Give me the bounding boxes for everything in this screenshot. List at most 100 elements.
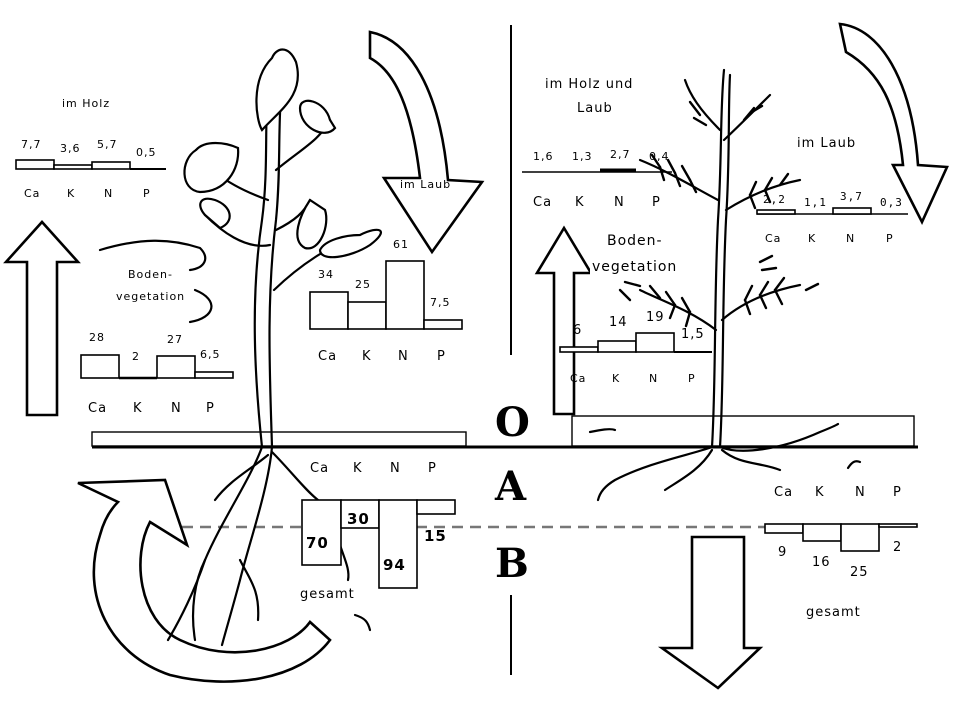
- right-wood-foliage-panel: im Holz und Laub 1,6 1,3 2,7 0,4 Ca K N …: [522, 77, 672, 210]
- right-groundveg-value-p: 1,5: [681, 327, 705, 342]
- left-soil-label-p: P: [428, 461, 437, 476]
- right-woodfoliage-value-k: 1,3: [572, 150, 593, 163]
- right-foliage-title: im Laub: [797, 136, 856, 151]
- left-foliage-label-n: N: [398, 349, 409, 364]
- left-groundveg-value-p: 6,5: [200, 348, 221, 361]
- horizon-a-label: A: [494, 463, 527, 510]
- left-wood-panel: im Holz 7,7 3,6 5,7 0,5 Ca K N P: [15, 97, 166, 200]
- left-groundveg-label-ca: Ca: [88, 401, 107, 416]
- left-litterfall-down-arrow: [368, 30, 485, 255]
- left-wood-bar-k: [53, 164, 93, 170]
- right-foliage-value-p: 0,3: [880, 196, 903, 209]
- left-foliage-bar-k: [347, 301, 387, 330]
- right-foliage-value-ca: 2,2: [763, 193, 786, 206]
- left-foliage-panel: im Laub 34 25 61 7,5 Ca K N P: [309, 178, 463, 364]
- left-wood-value-ca: 7,7: [21, 138, 42, 151]
- left-soil-bar-n: [378, 499, 418, 589]
- horizon-b-label: B: [495, 540, 529, 587]
- left-wood-value-n: 5,7: [97, 138, 118, 151]
- left-foliage-bar-p: [423, 319, 463, 330]
- right-woodfoliage-label-ca: Ca: [533, 195, 552, 210]
- left-soil-value-k: 30: [347, 510, 370, 528]
- left-wood-title: im Holz: [62, 97, 110, 110]
- right-foliage-panel: im Laub 2,2 1,1 3,7 0,3 Ca K N P: [756, 136, 908, 245]
- conifer-needles: [618, 100, 820, 328]
- flow-arrows: [3, 22, 949, 690]
- left-foliage-label-p: P: [437, 349, 446, 364]
- left-groundveg-value-k: 2: [132, 350, 140, 363]
- right-groundveg-bar-n: [635, 332, 675, 353]
- right-woodfoliage-value-ca: 1,6: [533, 150, 554, 163]
- right-foliage-bar-ca: [756, 209, 796, 215]
- right-groundveg-bar-ca: [559, 346, 599, 353]
- right-groundveg-value-n: 19: [646, 310, 665, 325]
- left-ground-vegetation-panel: Boden- vegetation 28 2 27 6,5 Ca K N P: [80, 268, 234, 416]
- right-groundveg-value-ca: 6: [573, 323, 582, 338]
- right-foliage-bar-n: [832, 207, 872, 215]
- left-groundveg-label-n: N: [171, 401, 182, 416]
- left-soil-label-ca: Ca: [310, 461, 329, 476]
- left-soil-value-p: 15: [424, 527, 447, 545]
- right-woodfoliage-label-n: N: [614, 195, 625, 210]
- right-soil-label-ca: Ca: [774, 485, 793, 500]
- right-ground-vegetation-panel: Boden- vegetation 6 14 19 1,5 Ca K N P: [559, 228, 712, 385]
- right-woodfoliage-title-line2: Laub: [577, 101, 613, 116]
- left-foliage-label-ca: Ca: [318, 349, 337, 364]
- left-foliage-value-n: 61: [393, 238, 409, 251]
- left-soil-total-label: gesamt: [300, 587, 355, 602]
- right-groundveg-value-k: 14: [609, 315, 628, 330]
- right-soil-value-k: 16: [812, 555, 831, 570]
- left-foliage-label-k: K: [362, 349, 372, 364]
- right-litter-layer: [571, 415, 915, 447]
- left-foliage-title: im Laub: [400, 178, 451, 191]
- left-groundveg-title-line2: vegetation: [116, 290, 185, 303]
- left-wood-value-k: 3,6: [60, 142, 81, 155]
- left-groundveg-label-k: K: [133, 401, 143, 416]
- right-woodfoliage-label-k: K: [575, 195, 585, 210]
- right-groundveg-title-line1: Boden-: [607, 233, 663, 249]
- right-groundveg-bar-k: [597, 340, 637, 353]
- right-soil-label-k: K: [815, 485, 825, 500]
- left-groundveg-bar-p: [194, 371, 234, 379]
- right-woodfoliage-value-p: 0,4: [649, 150, 670, 163]
- soil-structure: O A B: [91, 25, 918, 675]
- right-foliage-value-k: 1,1: [804, 196, 827, 209]
- left-soil-value-n: 94: [383, 556, 406, 574]
- left-foliage-value-ca: 34: [318, 268, 334, 281]
- deciduous-tree-drawing: [98, 48, 382, 647]
- left-foliage-bar-ca: [309, 291, 349, 330]
- left-litter-layer: [91, 431, 467, 447]
- right-woodfoliage-value-n: 2,7: [610, 148, 631, 161]
- left-wood-label-p: P: [143, 187, 151, 200]
- left-groundveg-bar-ca: [80, 354, 120, 379]
- right-soil-storage-panel: Ca K N P 9 16 25 2 gesamt: [764, 485, 918, 620]
- left-foliage-value-p: 7,5: [430, 296, 451, 309]
- right-soil-value-p: 2: [893, 540, 902, 555]
- left-groundveg-label-p: P: [206, 401, 215, 416]
- right-soil-value-ca: 9: [778, 545, 787, 560]
- right-woodfoliage-title-line1: im Holz und: [545, 77, 633, 92]
- left-groundveg-bar-n: [156, 355, 196, 379]
- right-foliage-label-k: K: [808, 232, 816, 245]
- right-soil-bar-k: [802, 523, 842, 542]
- right-foliage-label-p: P: [886, 232, 894, 245]
- left-soil-label-k: K: [353, 461, 363, 476]
- conifer-tree-drawing: [588, 68, 862, 502]
- left-uptake-up-arrow: [3, 220, 81, 417]
- left-foliage-value-k: 25: [355, 278, 371, 291]
- right-soil-bar-ca: [764, 523, 804, 534]
- right-soil-total-label: gesamt: [806, 605, 861, 620]
- left-wood-label-k: K: [67, 187, 75, 200]
- right-foliage-value-n: 3,7: [840, 190, 863, 203]
- left-groundveg-value-ca: 28: [89, 331, 105, 344]
- left-wood-bar-n: [91, 161, 131, 170]
- left-soil-label-n: N: [390, 461, 401, 476]
- right-woodfoliage-label-p: P: [652, 195, 661, 210]
- right-groundveg-label-k: K: [612, 372, 620, 385]
- right-groundveg-label-backdrop: [590, 228, 686, 278]
- left-wood-label-n: N: [104, 187, 113, 200]
- horizon-o-label: O: [495, 399, 530, 446]
- right-soil-value-n: 25: [850, 565, 869, 580]
- left-groundveg-title-line1: Boden-: [128, 268, 173, 281]
- left-wood-label-ca: Ca: [24, 187, 40, 200]
